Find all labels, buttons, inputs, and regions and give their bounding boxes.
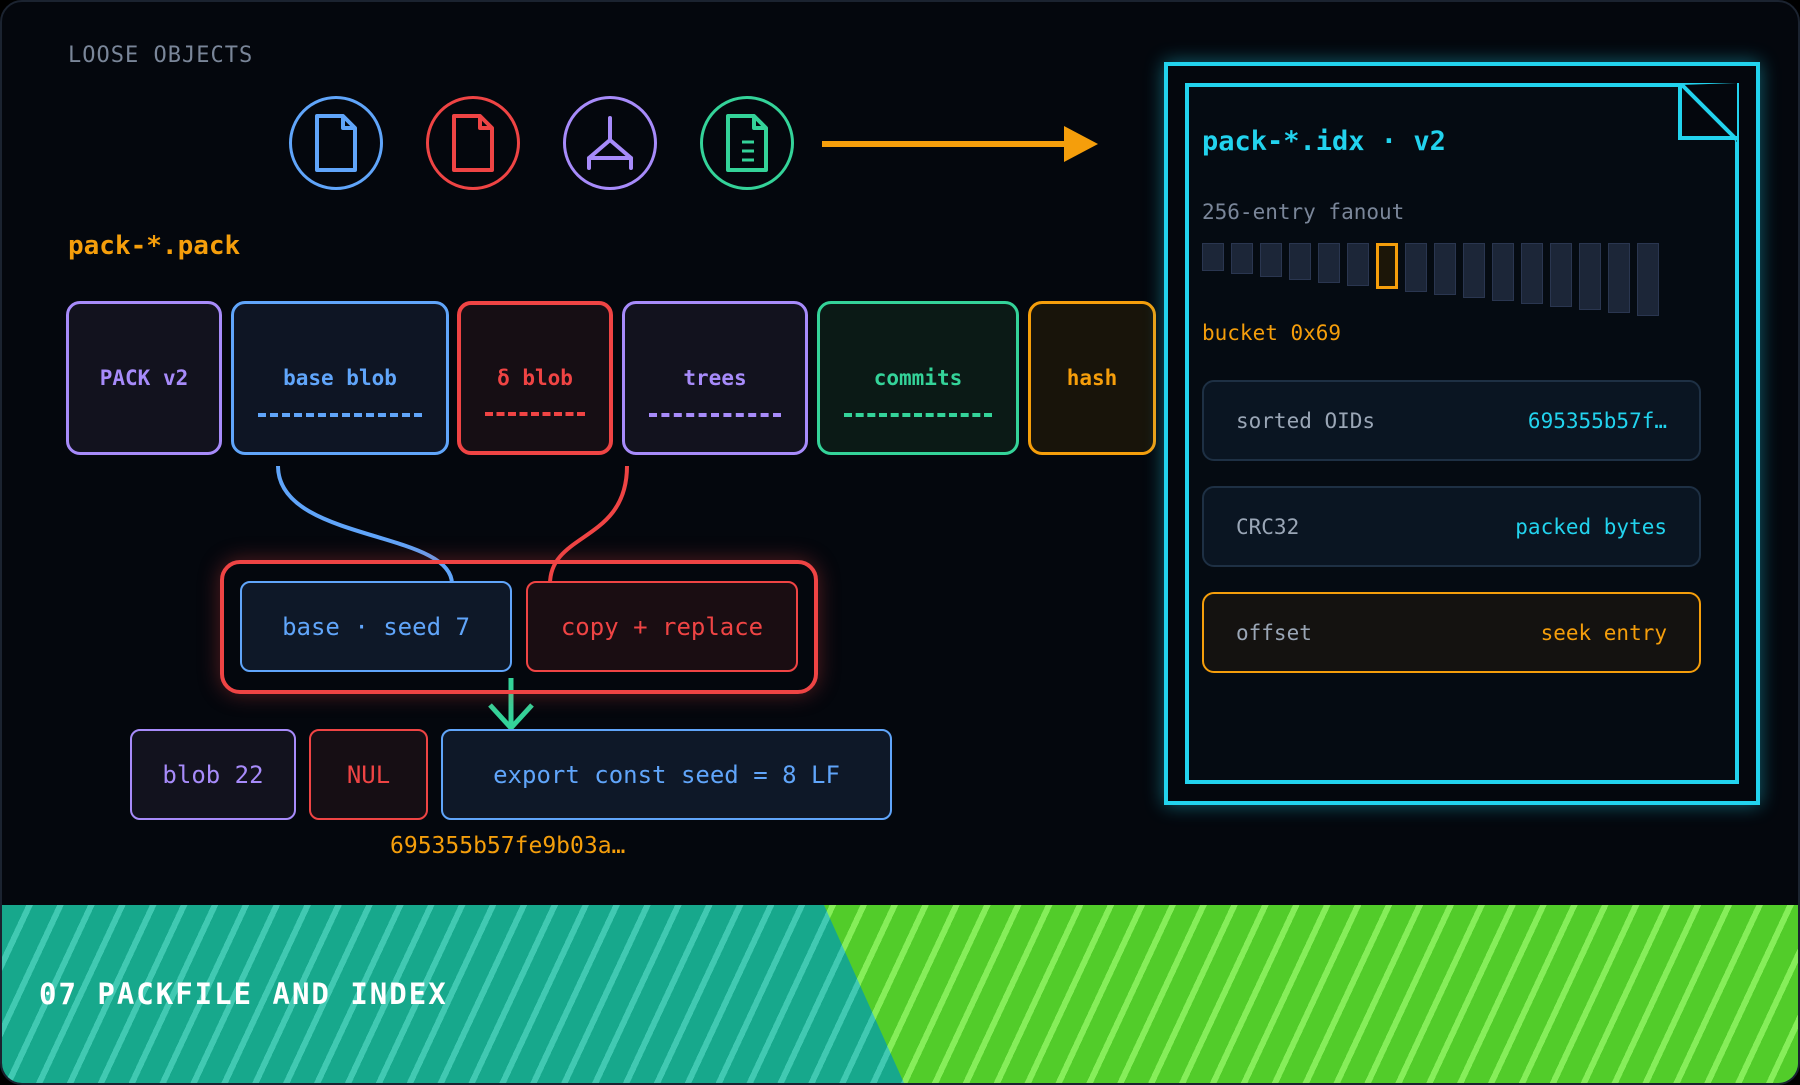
fanout-bucket: [1637, 243, 1659, 316]
document-icon: [700, 96, 794, 190]
row-key: sorted OIDs: [1236, 408, 1376, 433]
file-icon: [426, 96, 520, 190]
segment-label: PACK v2: [99, 366, 189, 390]
row-value: seek entry: [1540, 620, 1667, 645]
result-content-box: export const seed = 8 LF: [441, 729, 892, 820]
index-row-offset: offset seek entry: [1202, 592, 1701, 673]
pack-segment-base-blob: base blob: [231, 301, 449, 455]
fanout-bucket: [1579, 243, 1601, 310]
result-hash: 695355b57fe9b03a…: [390, 833, 626, 859]
row-key: CRC32: [1236, 514, 1300, 539]
fanout-bucket-highlight: [1376, 243, 1398, 289]
row-value: packed bytes: [1515, 514, 1667, 539]
pack-segment-header: PACK v2: [66, 301, 222, 455]
pack-segment-hash: hash: [1028, 301, 1156, 455]
pack-segment-trees: trees: [622, 301, 808, 455]
fanout-bucket: [1434, 243, 1456, 295]
tree-icon: [563, 96, 657, 190]
pack-title: pack-*.pack: [68, 231, 241, 261]
delta-connectors: [276, 465, 629, 731]
segment-data-dashes: [258, 413, 422, 417]
footer-title: 07 PACKFILE AND INDEX: [39, 977, 448, 1011]
segment-label: δ blob: [497, 366, 573, 390]
result-type-box: blob 22: [130, 729, 296, 820]
page-corner-icon: [1678, 83, 1739, 142]
pack-segment-commits: commits: [817, 301, 1019, 455]
segment-label: trees: [683, 366, 747, 390]
segment-label: commits: [873, 366, 963, 390]
fanout-bucket: [1260, 243, 1282, 277]
index-row-crc32: CRC32 packed bytes: [1202, 486, 1701, 567]
fanout-bucket: [1289, 243, 1311, 280]
delta-copy-box: copy + replace: [526, 581, 798, 672]
fanout-bucket: [1608, 243, 1630, 313]
footer-banner: 07 PACKFILE AND INDEX: [2, 905, 1798, 1083]
fanout-bucket: [1405, 243, 1427, 292]
fanout-bucket: [1550, 243, 1572, 307]
bucket-label: bucket 0x69: [1202, 321, 1342, 345]
segment-data-dashes: [844, 413, 992, 417]
footer-stripes-green: [824, 905, 1798, 1083]
segment-label: base blob: [283, 366, 397, 390]
result-nul-box: NUL: [309, 729, 428, 820]
segment-data-dashes: [485, 412, 585, 416]
fanout-bucket: [1202, 243, 1224, 271]
row-value: 695355b57f…: [1527, 408, 1667, 433]
segment-data-dashes: [649, 413, 781, 417]
segment-label: hash: [1066, 366, 1118, 390]
fanout-bucket: [1318, 243, 1340, 283]
fanout-bucket: [1521, 243, 1543, 304]
fanout-label: 256-entry fanout: [1202, 200, 1405, 224]
fanout-bucket: [1231, 243, 1253, 274]
loose-objects-label: LOOSE OBJECTS: [68, 43, 254, 68]
file-icon: [289, 96, 383, 190]
arrow-right-icon: [822, 126, 1098, 162]
fanout-bucket: [1347, 243, 1369, 286]
index-title: pack-*.idx · v2: [1202, 126, 1446, 157]
row-key: offset: [1236, 620, 1312, 645]
delta-base-box: base · seed 7: [240, 581, 512, 672]
fanout-bucket: [1463, 243, 1485, 298]
index-row-oids: sorted OIDs 695355b57f…: [1202, 380, 1701, 461]
index-file-outer: [1164, 62, 1760, 805]
fanout-bucket: [1492, 243, 1514, 301]
delta-instruction-group: [220, 560, 818, 694]
pack-segment-delta-blob: δ blob: [457, 301, 613, 455]
